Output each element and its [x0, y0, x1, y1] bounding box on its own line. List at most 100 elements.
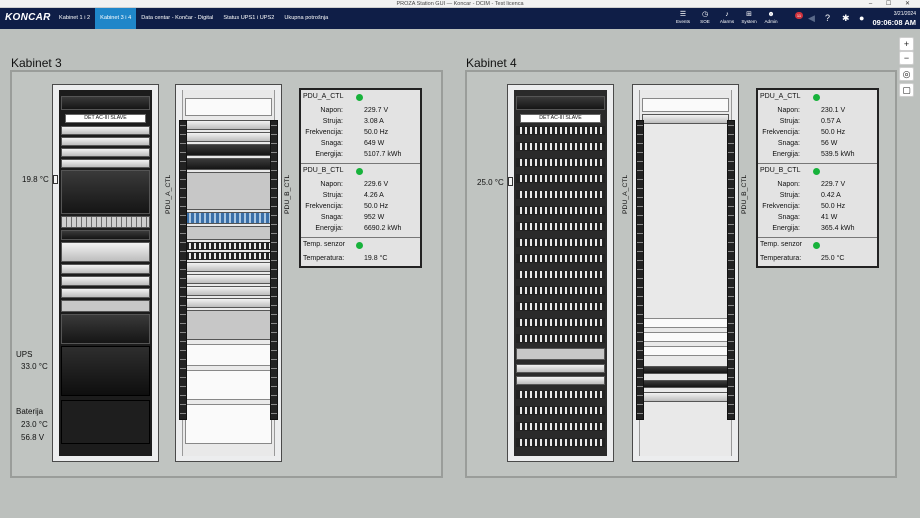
rack-unit: [642, 318, 729, 328]
ups-label: UPS: [16, 350, 33, 359]
kabinet-3-rack-1[interactable]: DET AC-III SLAVE: [52, 84, 159, 462]
patch-panel: [516, 222, 605, 231]
snaga-label: Snaga:: [320, 214, 343, 221]
list-icon: ☰: [679, 11, 687, 18]
kab4-temp-label: 25.0 °C: [477, 178, 504, 187]
napon-label: Napon:: [320, 181, 343, 188]
top-navbar: KONCAR Kabinet 1 i 2 Kabinet 3 i 4 Data …: [0, 8, 920, 29]
snaga-value: 41 W: [821, 214, 838, 221]
frekvencija-value: 50.0 Hz: [821, 203, 846, 210]
status-dot: [356, 94, 363, 101]
tab-data-centar[interactable]: Data centar - Končar - Digital: [141, 15, 214, 21]
pdu-a-title: PDU_A_CTL: [303, 93, 344, 100]
patch-panel: [516, 270, 605, 279]
window-titlebar: PROZA Station GUI — Koncar - DCIM - Test…: [0, 0, 920, 8]
rack-unit: [642, 392, 729, 402]
temperatura-value: 19.8 °C: [364, 255, 388, 262]
kabinet-3-rack-2[interactable]: [175, 84, 282, 462]
patch-panel: [516, 206, 605, 215]
rack-blank-panel: [61, 170, 150, 214]
zoom-out-button[interactable]: −: [899, 51, 914, 65]
pdu-a-section: PDU_A_CTL Napon:230.1 V Struja:0.57 A Fr…: [758, 90, 877, 164]
struja-value: 4.26 A: [364, 192, 384, 199]
patch-panel: [516, 438, 605, 447]
alarm-count-badge: 11: [795, 12, 803, 19]
user-icon[interactable]: ●: [859, 13, 865, 23]
zoom-in-button[interactable]: +: [899, 37, 914, 51]
window-title: PROZA Station GUI — Koncar - DCIM - Test…: [396, 1, 524, 7]
tab-ukupna-potrosnja[interactable]: Ukupna potrošnja: [284, 15, 329, 21]
status-dot: [356, 242, 363, 249]
struja-label: Struja:: [779, 192, 800, 199]
snaga-value: 649 W: [364, 140, 385, 147]
pdu-a-strip[interactable]: [636, 120, 644, 420]
temp-sensor-section: Temp. senzor Temperatura:25.0 °C: [758, 238, 877, 266]
frekvencija-label: Frekvencija:: [305, 203, 343, 210]
temperatura-value: 25.0 °C: [821, 255, 845, 262]
napon-value: 229.7 V: [821, 181, 846, 188]
frekvencija-value: 50.0 Hz: [364, 129, 389, 136]
ups-unit[interactable]: [61, 346, 150, 396]
speaker-mute-icon[interactable]: ◀: [808, 13, 815, 23]
temp-sensor-title: Temp. senzor: [303, 241, 346, 248]
struja-value: 0.42 A: [821, 192, 841, 199]
rack-unit: [61, 230, 150, 240]
kabinet-4-rack-1[interactable]: DET AC-III SLAVE: [507, 84, 614, 462]
rack-unit: [185, 120, 272, 130]
note-icon[interactable]: ▢: [899, 83, 914, 97]
storage-unit: [185, 370, 272, 400]
patch-panel: [516, 174, 605, 183]
napon-label: Napon:: [777, 181, 800, 188]
napon-label: Napon:: [320, 107, 343, 114]
events-button[interactable]: ☰Events: [672, 8, 694, 29]
rack-unit: [642, 366, 729, 374]
pdu-a-strip[interactable]: [179, 120, 187, 420]
temp-sensor-section: Temp. senzor Temperatura:19.8 °C: [301, 238, 420, 266]
patch-panel: [516, 390, 605, 399]
rack-interior: DET AC-III SLAVE: [59, 90, 152, 456]
rack-blank-panel: [185, 172, 272, 210]
tab-status-ups[interactable]: Status UPS1 i UPS2: [223, 15, 275, 21]
battery-unit[interactable]: [61, 400, 150, 444]
clock: 3/21/2024 09:06:08 AM: [873, 10, 917, 27]
napon-value: 229.6 V: [364, 181, 389, 188]
soe-button[interactable]: ◷SOE: [694, 8, 716, 29]
pdu-b-section: PDU_B_CTL Napon:229.7 V Struja:0.42 A Fr…: [758, 164, 877, 238]
tab-kabinet-1-2[interactable]: Kabinet 1 i 2: [59, 15, 91, 21]
window-controls[interactable]: – ☐ ✕: [868, 1, 916, 7]
admin-button[interactable]: ☻Admin: [760, 8, 782, 29]
rack-server: [61, 276, 150, 286]
rack-unit: [61, 148, 150, 157]
rack-interior: [639, 90, 732, 456]
nav-tabs: Kabinet 1 i 2 Kabinet 3 i 4 Data centar …: [54, 8, 333, 29]
help-icon[interactable]: ?: [825, 13, 831, 23]
pdu-b-title: PDU_B_CTL: [303, 167, 344, 174]
kabinet-4-rack-2[interactable]: [632, 84, 739, 462]
pdu-b-strip[interactable]: [727, 120, 735, 420]
system-button[interactable]: ⊞System: [738, 8, 760, 29]
rack-unit: [61, 137, 150, 146]
pdu-b-vertical-label: PDU_B_CTL: [741, 174, 748, 214]
patch-panel: [516, 254, 605, 263]
rack-unit: [61, 96, 150, 110]
gear-icon[interactable]: ✱: [842, 13, 850, 23]
frekvencija-value: 50.0 Hz: [821, 129, 846, 136]
temp-sensor-icon[interactable]: [53, 175, 58, 184]
energija-value: 5107.7 kWh: [364, 151, 402, 158]
temp-sensor-icon[interactable]: [508, 177, 513, 186]
rack-server: [185, 298, 272, 308]
rack-unit: [61, 216, 150, 228]
tab-kabinet-3-4[interactable]: Kabinet 3 i 4: [95, 8, 137, 29]
pdu-b-strip[interactable]: [270, 120, 278, 420]
snaga-value: 56 W: [821, 140, 838, 147]
patch-panel: [516, 286, 605, 295]
rack-server: [516, 364, 605, 373]
status-dot: [813, 94, 820, 101]
frekvencija-value: 50.0 Hz: [364, 203, 389, 210]
napon-value: 229.7 V: [364, 107, 389, 114]
target-icon[interactable]: ◎: [899, 67, 914, 81]
alarms-button[interactable]: ♪Alarms: [716, 8, 738, 29]
snaga-label: Snaga:: [777, 140, 800, 147]
status-dot: [813, 168, 820, 175]
struja-label: Struja:: [779, 118, 800, 125]
